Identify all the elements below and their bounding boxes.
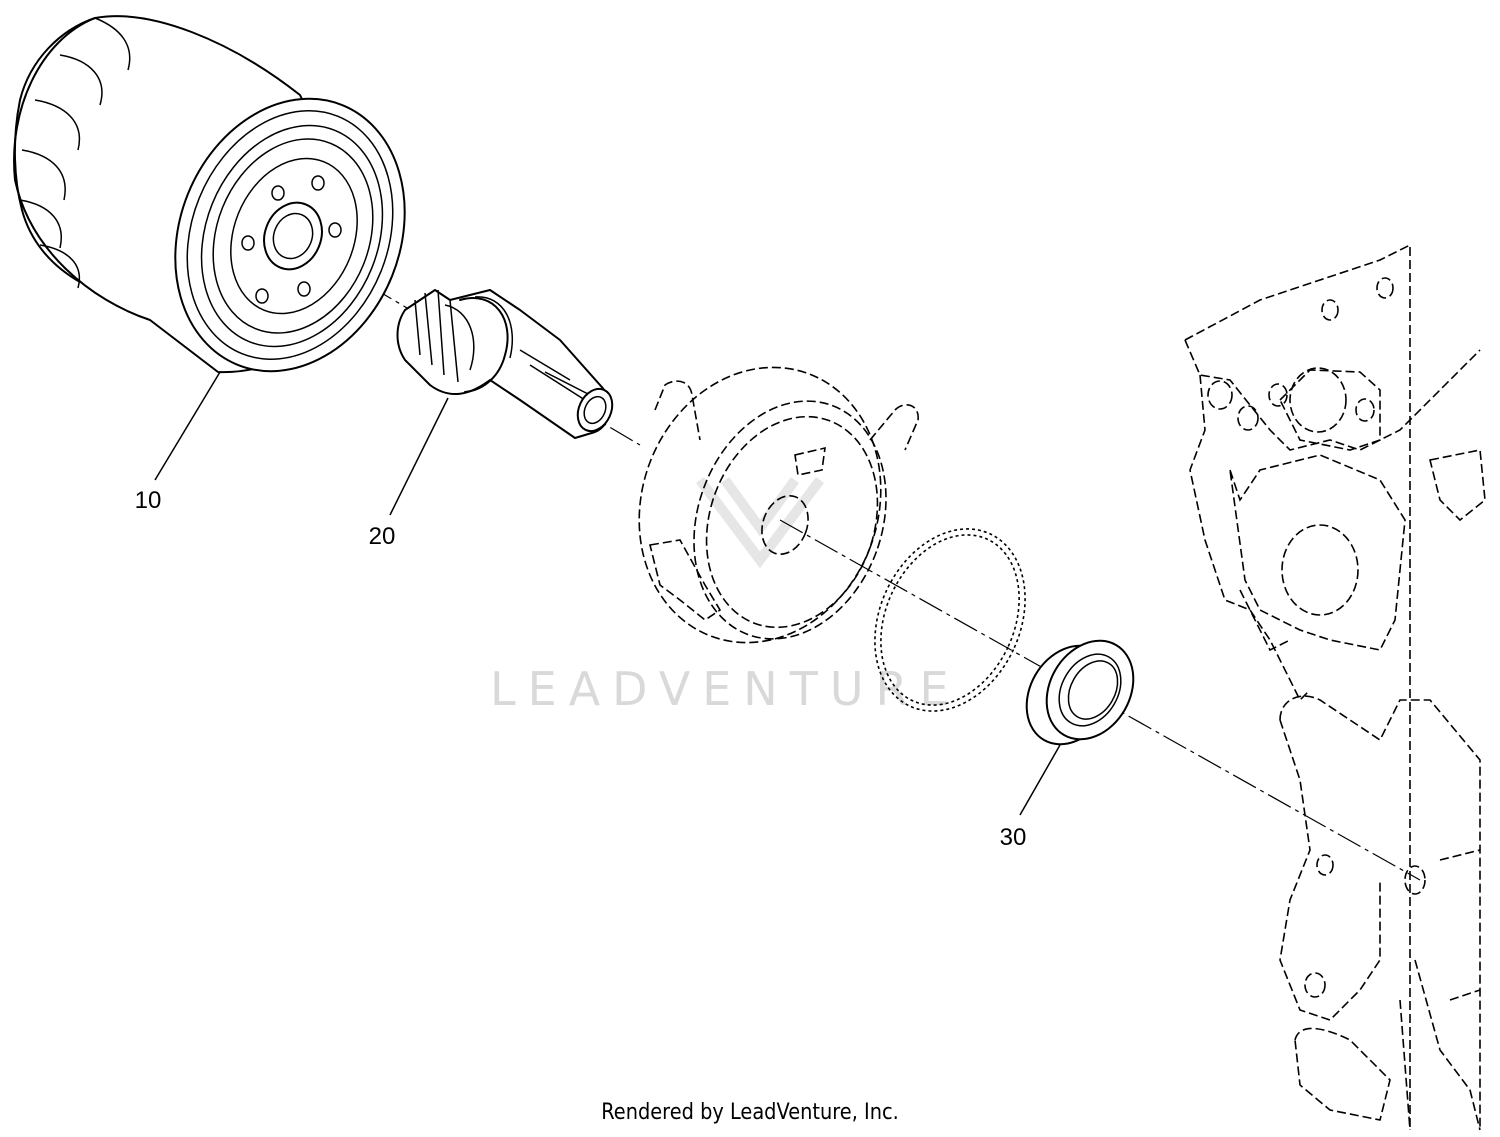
watermark: LEADVENTURE xyxy=(490,477,961,716)
callout-label: 20 xyxy=(369,523,396,550)
footer-credit: Rendered by LeadVenture, Inc. xyxy=(601,1100,899,1125)
engine-block xyxy=(1184,243,1486,1131)
callout-30: 30 xyxy=(1000,744,1061,851)
callout-20: 20 xyxy=(369,397,449,550)
oil-filter xyxy=(13,15,406,374)
callout-label: 10 xyxy=(135,487,162,514)
callout-label: 30 xyxy=(1000,824,1027,851)
callout-10: 10 xyxy=(135,371,221,514)
watermark-text: LEADVENTURE xyxy=(490,662,961,716)
seal-ring xyxy=(1025,639,1135,746)
watermark-logo xyxy=(696,477,824,569)
threaded-fitting xyxy=(396,289,614,439)
oil-cooler xyxy=(638,366,919,644)
